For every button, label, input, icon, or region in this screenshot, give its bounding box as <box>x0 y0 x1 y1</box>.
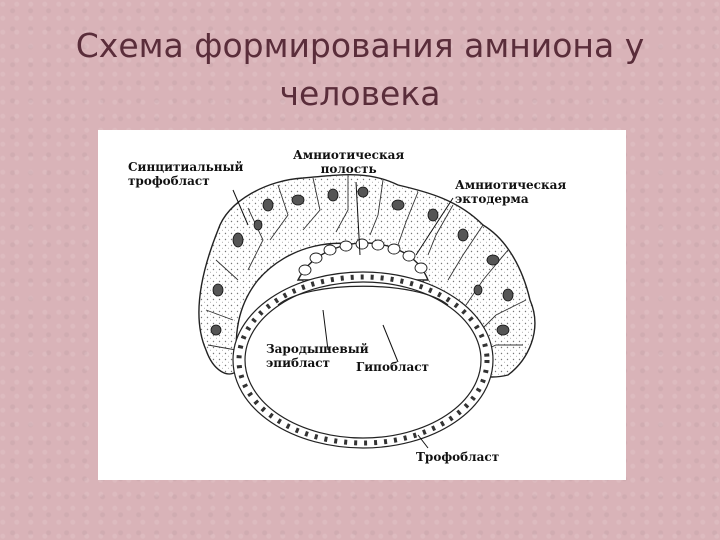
trophoblast-cell-nuclei <box>236 274 490 446</box>
diagram-illustration <box>198 174 536 449</box>
label-ecto-line2: эктодерма <box>455 192 529 206</box>
label-amniotic-cavity: Амниотическая полость <box>293 148 404 176</box>
label-syncytio-line2: трофобласт <box>128 174 210 188</box>
label-hypoblast: Гипобласт <box>356 360 429 374</box>
label-syncytiotrophoblast: Синцитиальный трофобласт <box>128 160 243 188</box>
title-line-2: человека <box>279 74 441 113</box>
amniotic-ectoderm-cells <box>298 238 428 276</box>
trophoblast-ring-outer <box>232 271 494 449</box>
label-cavity-line1: Амниотическая <box>293 148 405 162</box>
label-ecto-line1: Амниотическая <box>455 178 567 192</box>
blastocyst-cavity <box>233 272 493 448</box>
label-pointer-lines <box>232 181 454 449</box>
label-epiblast: Зародышевый эпибласт <box>266 342 369 370</box>
label-cavity-line2: полость <box>320 162 377 176</box>
slide-title: Схема формирования амниона у человека <box>40 22 680 118</box>
label-amniotic-ectoderm: Амниотическая эктодерма <box>455 178 566 206</box>
label-syncytio-line1: Синцитиальный <box>128 160 244 174</box>
trophoblast-ring-inner <box>244 281 482 439</box>
label-trophoblast-text: Трофобласт <box>416 450 500 464</box>
syncytio-nuclei <box>210 186 514 336</box>
label-epiblast-line1: Зародышевый <box>266 342 369 356</box>
label-hypoblast-text: Гипобласт <box>356 360 429 374</box>
label-trophoblast: Трофобласт <box>416 450 499 464</box>
label-epiblast-line2: эпибласт <box>266 356 330 370</box>
amnion-diagram: Синцитиальный трофобласт Амниотическая п… <box>98 130 626 480</box>
title-line-1: Схема формирования амниона у <box>75 26 645 65</box>
